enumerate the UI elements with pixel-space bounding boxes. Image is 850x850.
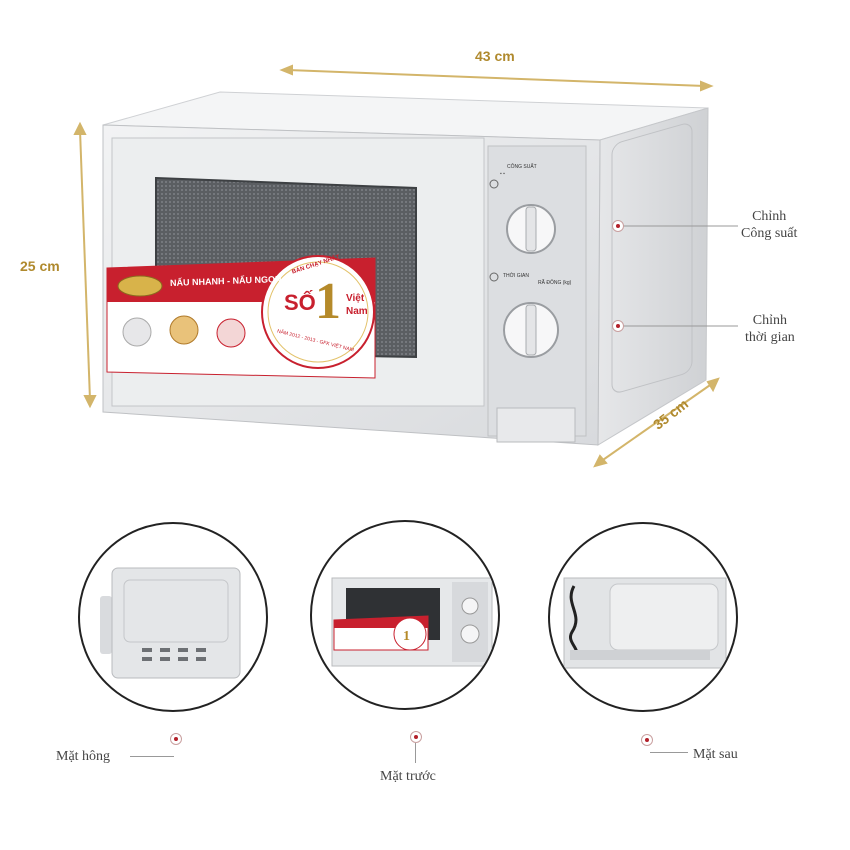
depth-dimension-line	[593, 377, 720, 468]
front-view-circle: 1	[310, 520, 500, 710]
badge-side-2: Nam	[346, 306, 368, 317]
power-callout-label: Chỉnh Công suất	[741, 209, 798, 241]
timer-callout-dot	[612, 320, 624, 332]
side-view-panel	[111, 567, 241, 679]
front-view-dot	[410, 731, 422, 743]
defrost-label: RÃ ĐÔNG (kg)	[538, 280, 572, 286]
timer-dial-title: THỜI GIAN	[503, 273, 529, 279]
power-dial-title: CÔNG SUẤT	[507, 164, 537, 170]
best-seller-badge	[261, 255, 375, 369]
side-view-dot	[170, 733, 182, 745]
timer-callout-label: Chỉnh thời gian	[745, 313, 795, 345]
power-callout-dot	[612, 220, 624, 232]
height-label: 25 cm	[20, 258, 60, 274]
badge-main-text: SỐ	[284, 290, 316, 315]
height-dimension-line	[73, 121, 97, 409]
badge-side-1: Việt	[346, 293, 365, 304]
back-view-circle	[548, 522, 738, 712]
side-view-circle	[78, 522, 268, 712]
dish-icon-2	[169, 315, 199, 345]
svg-text:1: 1	[403, 629, 410, 644]
back-view-label: Mặt sau	[693, 747, 738, 762]
door-release-button	[496, 407, 576, 443]
microwave-illustration: ▪ ▪	[73, 64, 738, 468]
dish-icon-1	[122, 317, 152, 347]
badge-number: 1	[315, 273, 341, 330]
back-view-dot	[641, 734, 653, 746]
width-dimension-line	[279, 64, 714, 92]
dish-icon-3	[216, 318, 246, 348]
svg-text:▪ ▪: ▪ ▪	[500, 171, 505, 177]
front-view-label: Mặt trước	[380, 769, 436, 784]
side-view-label: Mặt hông	[56, 749, 111, 764]
sharp-logo-badge	[117, 275, 163, 297]
width-label: 43 cm	[475, 48, 515, 64]
control-panel	[487, 145, 587, 437]
